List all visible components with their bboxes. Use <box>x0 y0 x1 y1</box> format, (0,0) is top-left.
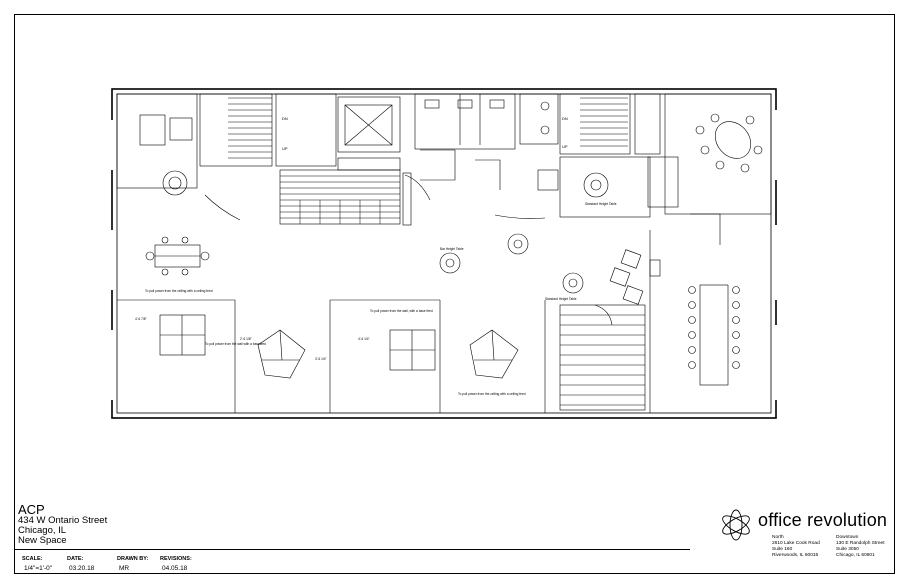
office-revolution-logo-icon <box>722 509 750 541</box>
date-label: DATE: <box>67 556 84 562</box>
workstation-cluster-4 <box>469 329 519 379</box>
scale-value: 1/4"=1'-0" <box>24 565 53 572</box>
project-name: New Space <box>18 535 67 546</box>
svg-text:To pull power from the ceiling: To pull power from the ceiling with a ce… <box>458 392 526 396</box>
svg-text:UP: UP <box>562 144 568 149</box>
svg-text:To pull power from the wall, w: To pull power from the wall, with a base… <box>370 309 433 313</box>
office-north: North 2610 Lake Cook Road Suite 160 Rive… <box>772 535 820 559</box>
svg-text:2'-6 1/8": 2'-6 1/8" <box>240 337 252 341</box>
svg-text:DN: DN <box>282 116 288 121</box>
drawing-sheet <box>14 14 895 574</box>
office-north-line1: 2610 Lake Cook Road <box>772 541 820 546</box>
svg-text:Bar Height Table: Bar Height Table <box>440 247 464 251</box>
office-north-line3: Riverwoods, IL 60015 <box>772 553 819 558</box>
svg-text:4'-6 7/8": 4'-6 7/8" <box>135 317 147 321</box>
svg-text:3'-6 1/4": 3'-6 1/4" <box>315 357 327 361</box>
revisions-value: 04.05.18 <box>162 565 188 572</box>
client-name: ACP <box>18 502 45 517</box>
kitchen-table <box>583 172 609 198</box>
svg-text:UP: UP <box>282 146 288 151</box>
conference-table-small <box>714 121 752 159</box>
title-block-divider <box>14 549 690 550</box>
chair <box>162 170 188 196</box>
bar-table <box>439 252 461 274</box>
stair-right <box>559 93 631 155</box>
drawn-by-label: DRAWN BY: <box>117 556 149 562</box>
hatched-room <box>559 304 646 411</box>
office-downtown-line1: 130 E Randolph Street <box>836 541 885 546</box>
scale-label: SCALE: <box>22 556 43 562</box>
title-block: ACP 434 W Ontario Street Chicago, IL New… <box>18 503 107 546</box>
revisions-label: REVISIONS: <box>160 556 192 562</box>
office-downtown-line2: Suite 3050 <box>836 547 859 552</box>
brand-name: office revolution <box>758 510 888 530</box>
office-downtown-line3: Chicago, IL 60601 <box>836 553 875 558</box>
svg-text:DN: DN <box>562 116 568 121</box>
svg-text:4'-6 1/4": 4'-6 1/4" <box>358 337 370 341</box>
client-city: Chicago, IL <box>18 525 67 536</box>
stair-left <box>199 93 273 167</box>
office-north-name: North <box>772 535 784 540</box>
office-north-line2: Suite 160 <box>772 547 793 552</box>
desk <box>139 114 166 146</box>
exterior-wall <box>111 88 777 419</box>
conference-table-long <box>699 284 729 386</box>
date-value: 03.20.18 <box>69 565 95 572</box>
restroom <box>414 93 516 150</box>
svg-text:To pull power from the wall wi: To pull power from the wall with a baset… <box>205 342 266 346</box>
elevator <box>337 96 401 153</box>
svg-text:Standard Height Table: Standard Height Table <box>585 202 617 206</box>
client-address: 434 W Ontario Street <box>18 515 108 526</box>
office-downtown-name: Downtown <box>836 535 859 540</box>
kitchen <box>559 156 651 218</box>
svg-text:To pull power from the ceiling: To pull power from the ceiling with a ce… <box>145 289 213 293</box>
office-downtown: Downtown 130 E Randolph Street Suite 305… <box>836 535 885 559</box>
drawn-by-value: MR <box>119 565 130 572</box>
workstation-cluster-2 <box>257 329 306 379</box>
svg-text:Standard Height Table: Standard Height Table <box>545 297 577 301</box>
